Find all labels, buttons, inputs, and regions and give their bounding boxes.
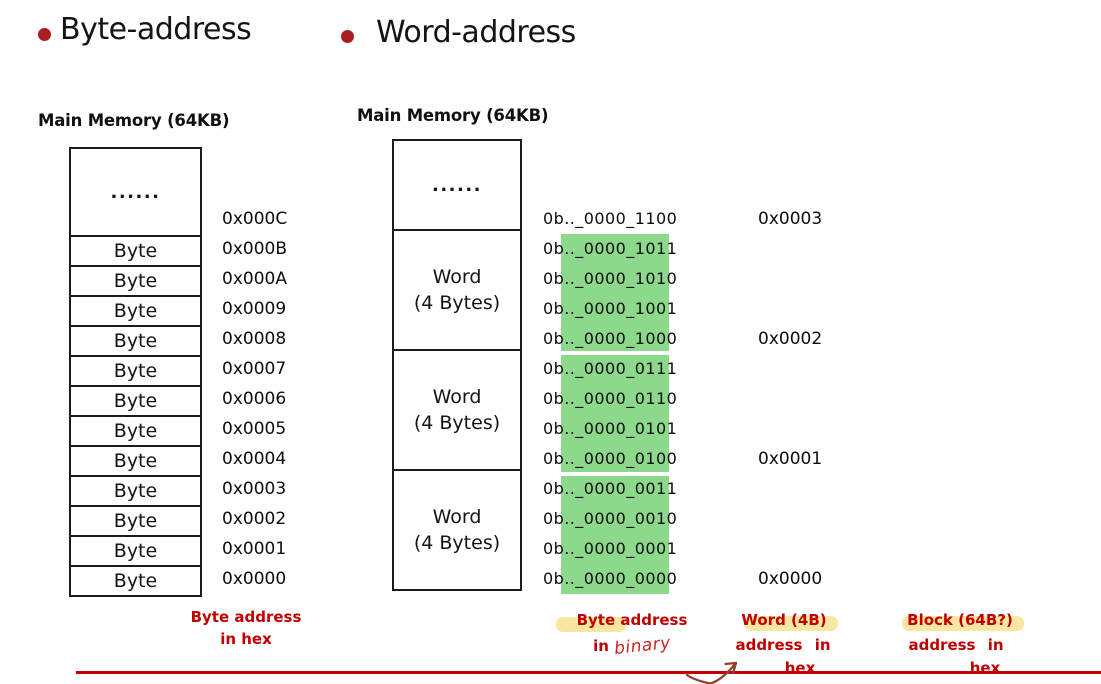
bullet-icon bbox=[38, 28, 51, 41]
byte-address-binary: 0b.._0000_0111 bbox=[543, 359, 678, 378]
highlighter-mark bbox=[556, 617, 626, 632]
word-cell-sublabel: (4 Bytes) bbox=[413, 532, 501, 554]
byte-cell: Byte bbox=[71, 265, 200, 295]
byte-address-column: 0x000C 0x000B 0x000A 0x0009 0x0008 0x000… bbox=[222, 204, 287, 594]
word-bits-highlight bbox=[561, 234, 669, 351]
word-cell-label: Word bbox=[432, 386, 482, 408]
byte-address-hex: 0x0009 bbox=[222, 299, 287, 319]
byte-cell: Byte bbox=[71, 415, 200, 445]
byte-cell: Byte bbox=[71, 565, 200, 595]
byte-cell: Byte bbox=[71, 385, 200, 415]
binary-address-column: 0b.._0000_1100 0b.._0000_1011 0b.._0000_… bbox=[543, 204, 677, 594]
byte-address-binary: 0b.._0000_1011 bbox=[543, 239, 678, 258]
byte-cell: Byte bbox=[71, 295, 200, 325]
byte-address-hex: 0x000C bbox=[222, 209, 288, 229]
word-cell: Word (4 Bytes) bbox=[394, 349, 520, 469]
caption-in: in bbox=[593, 637, 609, 655]
byte-address-hex: 0x0000 bbox=[222, 569, 287, 589]
byte-cell: Byte bbox=[71, 535, 200, 565]
byte-address-hex: 0x0008 bbox=[222, 329, 287, 349]
memory-ellipsis: ...... bbox=[431, 174, 483, 196]
word-address-hex: 0x0000 bbox=[758, 569, 823, 589]
byte-address-binary: 0b.._0000_1100 bbox=[543, 209, 678, 228]
word-memory-box: ...... Word (4 Bytes) Word (4 Bytes) Wor… bbox=[392, 139, 522, 591]
word-address-hex: 0x0001 bbox=[758, 449, 823, 469]
byte-address-binary: 0b.._0000_0011 bbox=[543, 479, 678, 498]
caption-byte-hex-line2: in hex bbox=[220, 630, 272, 648]
caption-block-line1: Block (64B?) bbox=[907, 611, 1013, 629]
byte-address-hex: 0x0007 bbox=[222, 359, 287, 379]
caption-block-line3: hex bbox=[969, 659, 1001, 677]
byte-address-binary: 0b.._0000_1001 bbox=[543, 299, 678, 318]
byte-memory-title: Main Memory (64KB) bbox=[38, 111, 230, 130]
word-cell-sublabel: (4 Bytes) bbox=[413, 412, 501, 434]
red-rule bbox=[76, 671, 1101, 674]
handwritten-arrow-icon bbox=[685, 661, 738, 684]
word-bits-highlight bbox=[561, 355, 669, 472]
word-memory-title: Main Memory (64KB) bbox=[357, 106, 549, 125]
highlighter-mark bbox=[902, 616, 1024, 631]
byte-cell: Byte bbox=[71, 445, 200, 475]
caption-block-line2: address in bbox=[908, 636, 1004, 654]
byte-address-binary: 0b.._0000_1000 bbox=[543, 329, 678, 348]
byte-address-binary: 0b.._0000_0110 bbox=[543, 389, 678, 408]
byte-address-hex: 0x0002 bbox=[222, 509, 287, 529]
word-address-hex: 0x0003 bbox=[758, 209, 823, 229]
caption-word-line2: address in bbox=[735, 636, 831, 654]
byte-address-hex: 0x000A bbox=[222, 269, 287, 289]
word-bits-highlight bbox=[561, 476, 669, 594]
word-address-hex: 0x0002 bbox=[758, 329, 823, 349]
byte-cell: Byte bbox=[71, 325, 200, 355]
word-cell-label: Word bbox=[432, 506, 482, 528]
word-cell-sublabel: (4 Bytes) bbox=[413, 292, 501, 314]
byte-address-hex: 0x0006 bbox=[222, 389, 287, 409]
caption-byte-binary-line1: Byte address bbox=[576, 611, 688, 629]
bullet-byte-address: Byte-address bbox=[60, 12, 252, 47]
caption-byte-binary-line2: in binary bbox=[593, 633, 672, 659]
byte-address-binary: 0b.._0000_0101 bbox=[543, 419, 678, 438]
byte-cell: Byte bbox=[71, 355, 200, 385]
byte-address-binary: 0b.._0000_0010 bbox=[543, 509, 678, 528]
byte-address-binary: 0b.._0000_0001 bbox=[543, 539, 678, 558]
word-cell: Word (4 Bytes) bbox=[394, 229, 520, 349]
caption-word-line3: hex bbox=[784, 659, 816, 677]
caption-word-line1: Word (4B) bbox=[741, 611, 827, 629]
word-cell: Word (4 Bytes) bbox=[394, 469, 520, 589]
byte-address-hex: 0x0005 bbox=[222, 419, 287, 439]
byte-cell: Byte bbox=[71, 505, 200, 535]
byte-cell: Byte bbox=[71, 475, 200, 505]
byte-address-binary: 0b.._0000_0100 bbox=[543, 449, 678, 468]
byte-cell: Byte bbox=[71, 235, 200, 265]
bullet-word-address: Word-address bbox=[376, 15, 576, 50]
byte-address-hex: 0x0003 bbox=[222, 479, 287, 499]
byte-address-binary: 0b.._0000_1010 bbox=[543, 269, 678, 288]
memory-ellipsis: ...... bbox=[110, 181, 161, 203]
bullet-icon bbox=[341, 30, 354, 43]
byte-address-hex: 0x000B bbox=[222, 239, 287, 259]
byte-address-hex: 0x0001 bbox=[222, 539, 287, 559]
caption-byte-hex-line1: Byte address bbox=[190, 608, 302, 626]
handwritten-binary: binary bbox=[613, 633, 672, 659]
byte-address-binary: 0b.._0000_0000 bbox=[543, 569, 678, 588]
byte-memory-box: ...... Byte Byte Byte Byte Byte Byte Byt… bbox=[69, 147, 202, 597]
word-cell-label: Word bbox=[432, 266, 482, 288]
highlighter-mark bbox=[744, 616, 838, 631]
byte-address-hex: 0x0004 bbox=[222, 449, 287, 469]
